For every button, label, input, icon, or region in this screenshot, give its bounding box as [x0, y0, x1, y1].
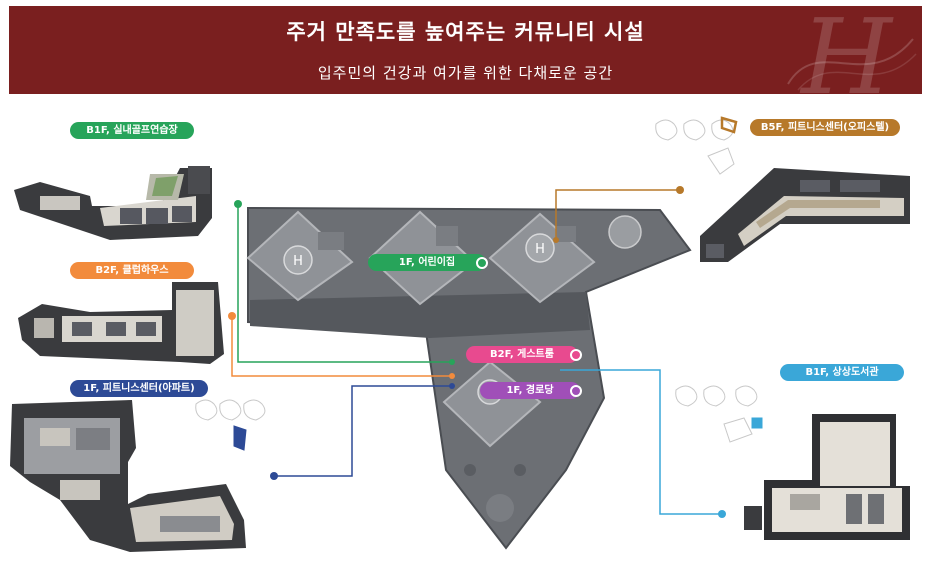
svg-text:H: H [535, 242, 545, 257]
page-subtitle: 입주민의 건강과 여가를 위한 다채로운 공간 [317, 64, 614, 82]
label-b2-guest: B2F, 게스트룸 [466, 346, 578, 363]
floorplan-b2-club [18, 282, 224, 364]
daycare-marker [476, 257, 488, 269]
decorative-swirl [787, 38, 917, 91]
label-b1-library: B1F, 상상도서관 [780, 364, 904, 381]
connector-lines [231, 189, 722, 515]
header-banner: H 주거 만족도를 높여주는 커뮤니티 시설 입주민의 건강과 여가를 위한 다… [9, 6, 922, 94]
connector-dots [228, 186, 726, 518]
label-b1-golf: B1F, 실내골프연습장 [70, 122, 194, 139]
floorplan-b1-golf [14, 166, 212, 240]
label-1f-fitness-apt: 1F, 피트니스센터(아파트) [70, 380, 208, 397]
keymap-fitness-apt [195, 399, 266, 451]
floorplan-b1-library [744, 414, 910, 540]
svg-text:H: H [293, 254, 303, 269]
senior-marker [570, 385, 582, 397]
keymap-library [675, 385, 763, 443]
label-1f-senior: 1F, 경로당 [480, 382, 580, 399]
page-title: 주거 만족도를 높여주는 커뮤니티 시설 [286, 20, 645, 44]
label-b5-fitness-office: B5F, 피트니스센터(오피스텔) [750, 119, 900, 136]
label-b2-club: B2F, 클럽하우스 [70, 262, 194, 279]
guest-marker [570, 349, 582, 361]
site-plan: H H [246, 206, 692, 550]
label-1f-daycare: 1F, 어린이집 [368, 254, 486, 271]
floorplan-b5-fitness-office [700, 168, 910, 262]
keymap-b5 [655, 116, 738, 175]
floorplan-1f-fitness-apt [10, 400, 246, 552]
brand-logo-h: H [801, 6, 892, 94]
